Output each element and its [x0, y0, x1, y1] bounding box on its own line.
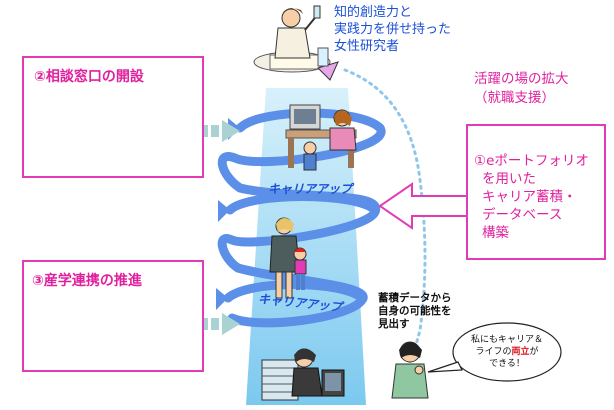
left-arrow [378, 182, 469, 230]
data-note-line-3: 見出す [378, 318, 410, 330]
teal-arrow-bottom [200, 313, 240, 335]
industry-box [22, 260, 204, 372]
researcher-figure [253, 5, 339, 81]
mother-child-figure [269, 217, 307, 299]
bubble-text: 私にもキャリア＆ ライフの両立が できる！ [458, 334, 556, 370]
industry-title: ③産学連携の推進 [32, 273, 142, 289]
eportfolio-text: ①eポートフォリオ を用いた キャリア蓄積・ データベース 構築 [474, 152, 589, 242]
career-up-label-1: キャリアアップ [268, 182, 353, 196]
bubble-highlight: 両立 [511, 347, 530, 357]
researcher-line-2: 実践力を併せ持った [334, 22, 452, 37]
speech-bubble [452, 322, 562, 382]
consultation-box [22, 56, 204, 178]
eportfolio-line-1: ①eポートフォリオ [474, 153, 589, 169]
researcher-caption: 知的創造力と 実践力を併せ持った 女性研究者 [334, 4, 451, 55]
career-spiral [217, 108, 386, 328]
eportfolio-line-5: 構築 [482, 225, 509, 241]
bubble-line-3: できる！ [489, 359, 525, 369]
desk-worker-figure [285, 104, 357, 171]
expansion-line-1: 活躍の場の拡大 [474, 71, 569, 87]
expansion-caption: 活躍の場の拡大 （就職支援） [474, 70, 569, 108]
teal-arrow-top [200, 120, 240, 142]
bubble-line-2a: ライフの [475, 347, 512, 357]
thinking-woman-figure [391, 341, 429, 399]
data-note: 蓄積データから 自身の可能性を 見出す [378, 292, 452, 331]
bubble-line-1: 私にもキャリア＆ [470, 335, 543, 345]
eportfolio-line-4: データベース [482, 207, 563, 223]
dotted-path [343, 68, 427, 387]
data-note-line-2: 自身の可能性を [378, 305, 452, 317]
eportfolio-line-2: を用いた [482, 171, 536, 187]
expansion-line-2: （就職支援） [474, 90, 555, 106]
paperwork-figure [261, 348, 345, 401]
speech-bubble-tail [427, 361, 463, 373]
eportfolio-line-3: キャリア蓄積・ [482, 189, 577, 205]
consultation-title: ②相談窓口の開設 [34, 69, 144, 85]
data-note-line-1: 蓄積データから [378, 292, 452, 304]
researcher-line-1: 知的創造力と [334, 5, 413, 20]
spiral-arrowhead-3 [216, 288, 228, 310]
researcher-line-3: 女性研究者 [334, 39, 400, 54]
eportfolio-box [466, 124, 606, 260]
spiral-arrowhead-2 [218, 200, 230, 222]
bubble-line-2b: が [529, 347, 539, 357]
